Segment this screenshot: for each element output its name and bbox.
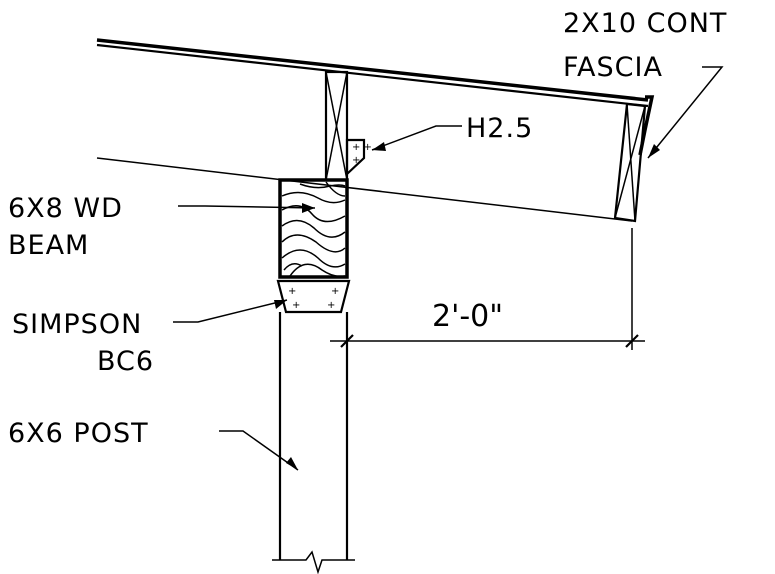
overhang-dimension — [330, 228, 645, 350]
bc6-post-cap: + + + + — [276, 279, 351, 314]
h25-tie: + + + — [345, 138, 372, 177]
svg-text:+ +: + + — [352, 142, 372, 153]
svg-text:+: + — [327, 300, 335, 311]
leader-lines — [173, 66, 724, 471]
svg-text:+: + — [352, 155, 360, 166]
connector-label-line2: BC6 — [97, 346, 154, 377]
beam-6x8 — [278, 178, 349, 279]
blocking-stud — [324, 70, 349, 182]
svg-text:+: + — [331, 286, 339, 297]
post-label: 6X6 POST — [8, 418, 149, 449]
tie-label: H2.5 — [466, 113, 533, 144]
fascia-label-line1: 2X10 CONT — [563, 8, 727, 39]
post-6x6 — [272, 312, 355, 574]
roof-sheathing — [96, 38, 649, 108]
rafter-bottom-line — [96, 157, 633, 222]
beam-label-line1: 6X8 WD — [8, 193, 123, 224]
svg-text:+: + — [292, 300, 300, 311]
connector-label-line1: SIMPSON — [12, 309, 142, 340]
fascia-board — [613, 95, 655, 223]
overhang-dimension-label: 2'-0" — [432, 299, 503, 334]
fascia-label-line2: FASCIA — [563, 52, 663, 83]
beam-label-line2: BEAM — [8, 230, 89, 261]
svg-text:+: + — [288, 286, 296, 297]
